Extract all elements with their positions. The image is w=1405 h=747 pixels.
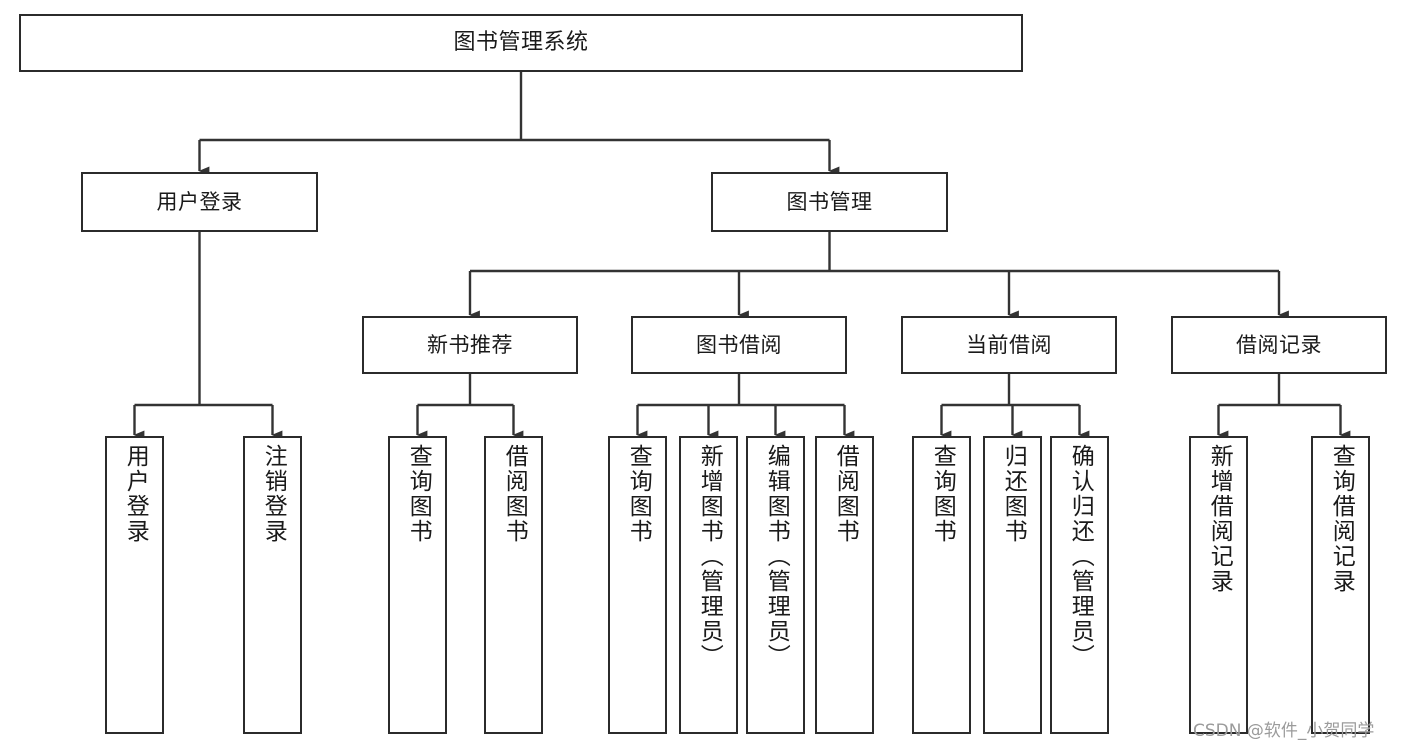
node-current[interactable]: 当前借阅 bbox=[901, 316, 1117, 374]
node-l_cu_confirm[interactable]: 确认归还（管理员） bbox=[1050, 436, 1109, 734]
node-bookmgmt[interactable]: 图书管理 bbox=[711, 172, 948, 232]
node-label: 当前借阅 bbox=[966, 332, 1052, 357]
node-label: 确认归还（管理员） bbox=[1067, 444, 1094, 669]
node-l_rc_add[interactable]: 新增借阅记录 bbox=[1189, 436, 1248, 734]
csdn-watermark: CSDN @软件_小贺同学 bbox=[1193, 721, 1375, 741]
node-records[interactable]: 借阅记录 bbox=[1171, 316, 1387, 374]
node-label: 图书借阅 bbox=[696, 332, 782, 357]
node-l_login[interactable]: 用户登录 bbox=[105, 436, 164, 734]
node-label: 用户登录 bbox=[122, 444, 149, 544]
node-label: 图书管理 bbox=[786, 189, 873, 214]
node-newbook[interactable]: 新书推荐 bbox=[362, 316, 578, 374]
node-label: 注销登录 bbox=[260, 444, 287, 544]
node-l_nb_query[interactable]: 查询图书 bbox=[388, 436, 447, 734]
node-label: 新增借阅记录 bbox=[1206, 444, 1233, 594]
node-l_logout[interactable]: 注销登录 bbox=[243, 436, 302, 734]
node-l_bw_query[interactable]: 查询图书 bbox=[608, 436, 667, 734]
node-login[interactable]: 用户登录 bbox=[81, 172, 318, 232]
node-label: 编辑图书（管理员） bbox=[763, 444, 790, 669]
node-label: 借阅记录 bbox=[1236, 332, 1322, 357]
node-label: 查询图书 bbox=[625, 444, 652, 544]
node-root[interactable]: 图书管理系统 bbox=[19, 14, 1023, 72]
node-label: 用户登录 bbox=[156, 189, 243, 214]
node-l_bw_borrow[interactable]: 借阅图书 bbox=[815, 436, 874, 734]
node-label: 归还图书 bbox=[1000, 444, 1027, 544]
node-label: 新增图书（管理员） bbox=[696, 444, 723, 669]
node-l_cu_query[interactable]: 查询图书 bbox=[912, 436, 971, 734]
node-label: 借阅图书 bbox=[832, 444, 859, 544]
node-l_cu_return[interactable]: 归还图书 bbox=[983, 436, 1042, 734]
node-l_nb_borrow[interactable]: 借阅图书 bbox=[484, 436, 543, 734]
node-label: 查询借阅记录 bbox=[1328, 444, 1355, 594]
node-label: 借阅图书 bbox=[501, 444, 528, 544]
node-l_bw_add[interactable]: 新增图书（管理员） bbox=[679, 436, 738, 734]
node-label: 查询图书 bbox=[405, 444, 432, 544]
node-label: 新书推荐 bbox=[427, 332, 513, 357]
node-l_rc_query[interactable]: 查询借阅记录 bbox=[1311, 436, 1370, 734]
node-label: 查询图书 bbox=[929, 444, 956, 544]
node-l_bw_edit[interactable]: 编辑图书（管理员） bbox=[746, 436, 805, 734]
node-label: 图书管理系统 bbox=[453, 30, 589, 56]
node-borrow[interactable]: 图书借阅 bbox=[631, 316, 847, 374]
